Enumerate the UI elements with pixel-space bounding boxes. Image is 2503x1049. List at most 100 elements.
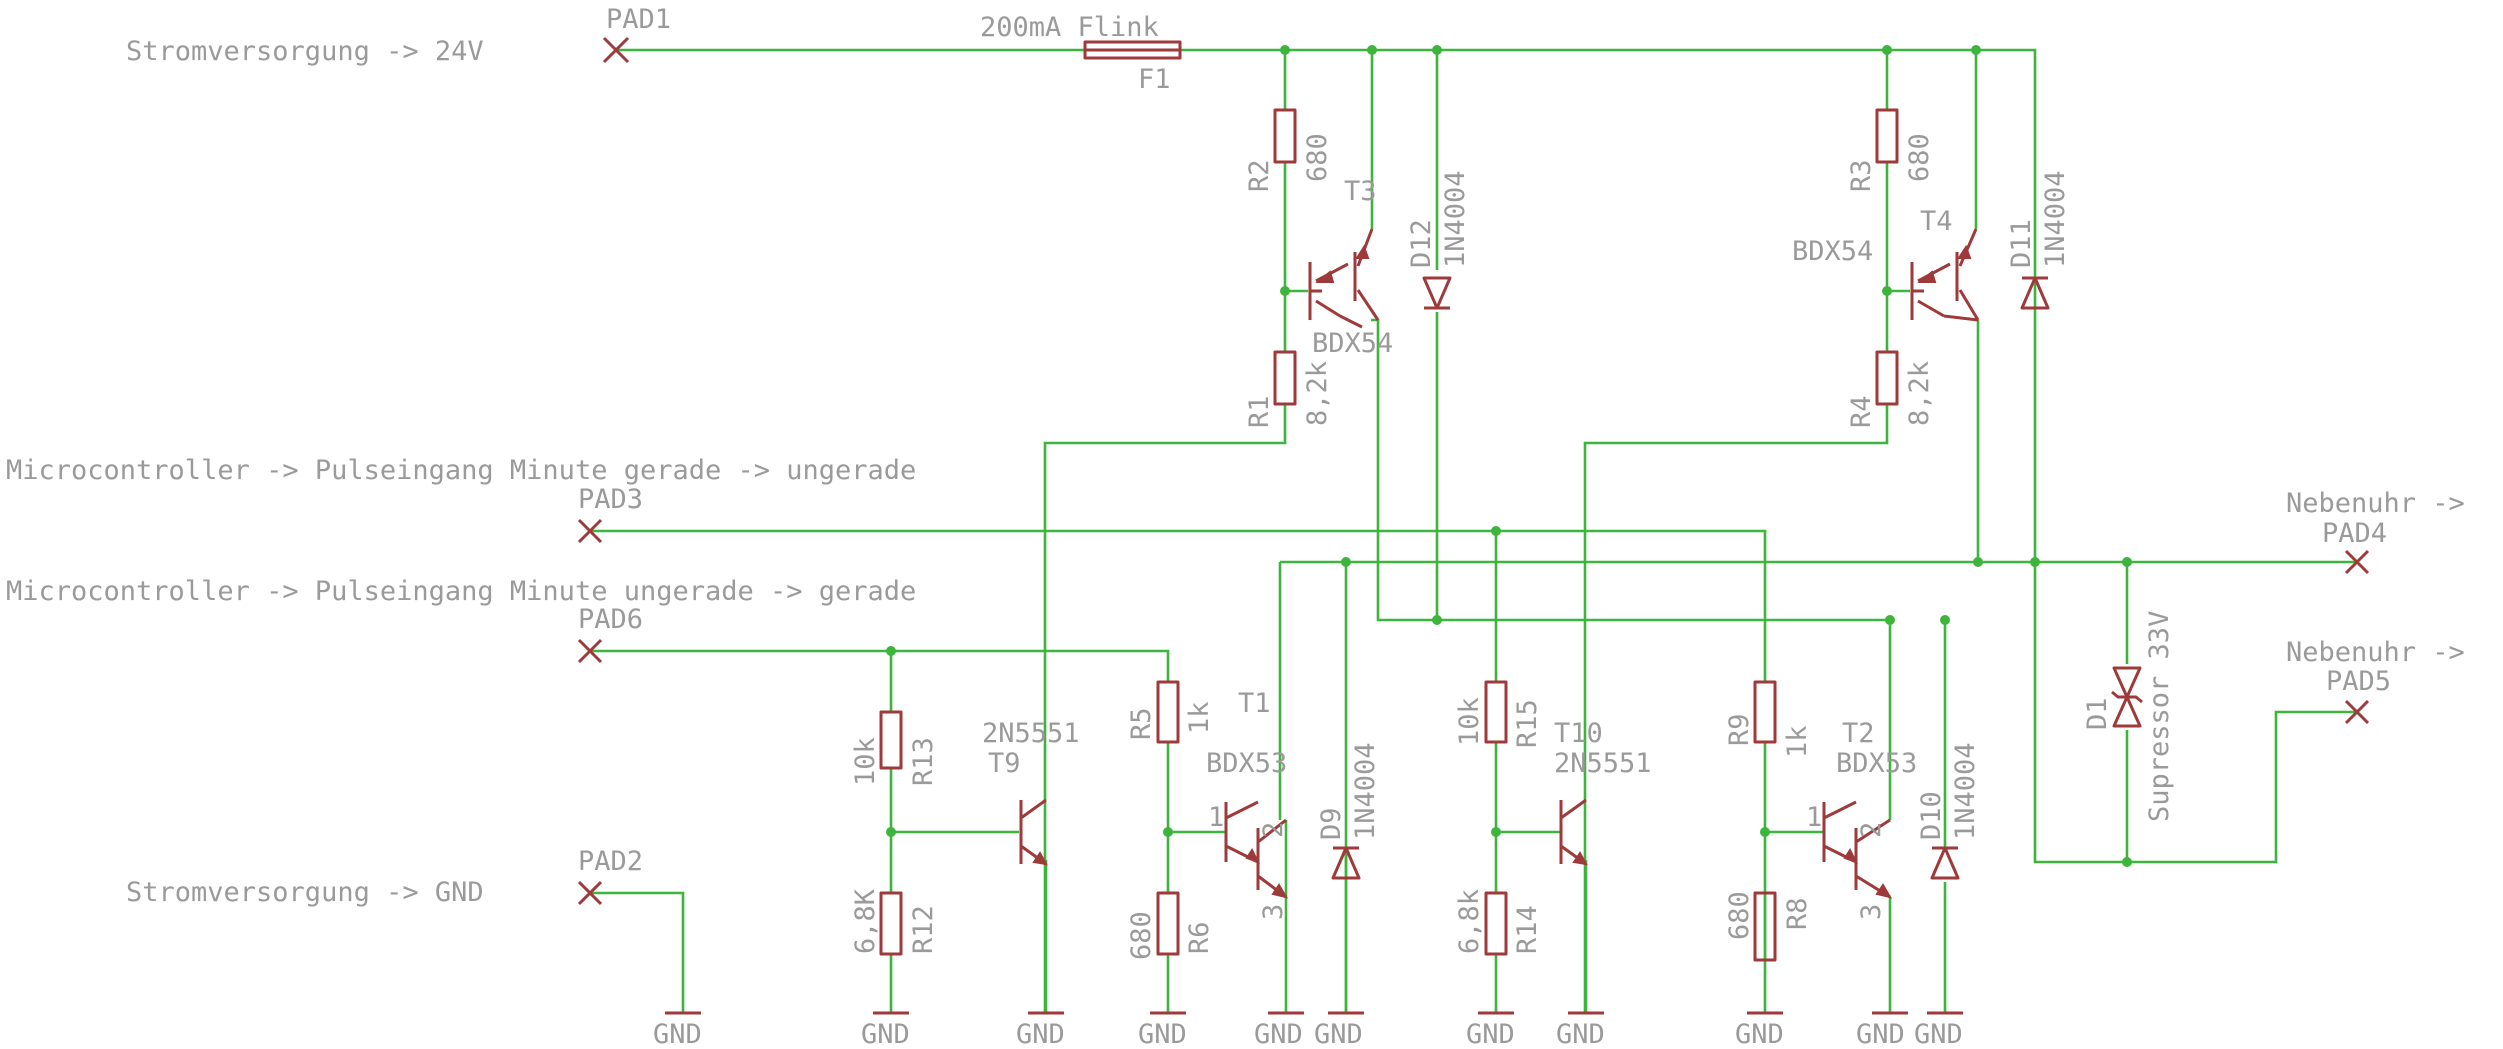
- transistor-t10: [1559, 798, 1588, 866]
- labels: Stromversorgung -> 24V Stromversorgung -…: [6, 4, 2465, 1049]
- t1-value: BDX53: [1206, 748, 1287, 779]
- pad4-mark: [2344, 549, 2370, 575]
- t2-name: T2: [1842, 718, 1875, 749]
- r3-value: 680: [1904, 133, 1935, 182]
- t3-name: T3: [1344, 176, 1377, 207]
- resistor-r12: [879, 891, 903, 956]
- r9-name: R9: [1724, 713, 1755, 746]
- transistor-t3: [1308, 228, 1380, 329]
- transistor-t2: [1822, 800, 1893, 899]
- d11-value: 1N4004: [2040, 170, 2071, 268]
- signal-clock-a: Nebenuhr ->: [2286, 488, 2465, 519]
- signal-power-24v: Stromversorgung -> 24V: [126, 36, 484, 67]
- junctions: [886, 45, 2132, 867]
- pad2-mark: [577, 880, 603, 906]
- pad6-label: PAD6: [578, 604, 643, 635]
- d12-value: 1N4004: [1440, 170, 1471, 268]
- t9-name: T9: [988, 748, 1021, 779]
- resistor-r13: [879, 710, 903, 770]
- r15-name: R15: [1512, 699, 1543, 748]
- gnd-label: GND: [1556, 1019, 1605, 1049]
- t10-name: T10: [1554, 718, 1603, 749]
- diode-d1-supressor: [2111, 666, 2143, 728]
- gnd-label: GND: [1914, 1019, 1963, 1049]
- wires: [590, 48, 2357, 1013]
- d1-value: Supressor 33V: [2144, 611, 2175, 822]
- d10-value: 1N4004: [1950, 742, 1981, 840]
- r8-value: 680: [1724, 891, 1755, 940]
- pad1-mark: [602, 36, 630, 64]
- r1-value: 8,2k: [1302, 361, 1333, 426]
- diode-d9: [1331, 846, 1361, 880]
- d10-name: D10: [1916, 791, 1947, 840]
- d9-name: D9: [1316, 807, 1347, 840]
- r6-name: R6: [1184, 921, 1215, 954]
- pad5-label: PAD5: [2326, 666, 2391, 697]
- resistor-r1: [1273, 350, 1297, 406]
- resistor-r4: [1875, 350, 1899, 406]
- pad4-label: PAD4: [2322, 518, 2387, 549]
- r3-name: R3: [1846, 159, 1877, 192]
- fuse-value: 200mA Flink: [980, 12, 1159, 43]
- t1-pin1: 1: [1208, 802, 1224, 833]
- transistor-t1: [1224, 800, 1289, 899]
- r5-name: R5: [1126, 707, 1157, 740]
- gnd-label: GND: [1735, 1019, 1784, 1049]
- r4-name: R4: [1846, 395, 1877, 428]
- r13-name: R13: [908, 737, 939, 786]
- r1-name: R1: [1244, 395, 1275, 428]
- r5-value: 1k: [1184, 701, 1215, 734]
- t2-pin3: 3: [1856, 904, 1887, 920]
- pad6-mark: [577, 638, 603, 664]
- transistor-t4: [1910, 228, 1980, 322]
- fuse-name: F1: [1138, 64, 1171, 95]
- t1-name: T1: [1238, 688, 1271, 719]
- gnd-label: GND: [1138, 1019, 1187, 1049]
- t4-name: T4: [1920, 206, 1953, 237]
- r2-value: 680: [1302, 133, 1333, 182]
- diode-d10: [1930, 846, 1960, 880]
- resistor-r2: [1273, 108, 1297, 164]
- signal-power-gnd: Stromversorgung -> GND: [126, 877, 484, 908]
- resistor-r14: [1484, 891, 1508, 956]
- t1-pin3: 3: [1258, 904, 1289, 920]
- t1-pin2: 2: [1258, 822, 1289, 838]
- d1-name: D1: [2082, 697, 2113, 730]
- resistor-r5: [1156, 680, 1180, 744]
- r9-value: 1k: [1782, 725, 1813, 758]
- d11-name: D11: [2006, 219, 2037, 268]
- gnd-label: GND: [1254, 1019, 1303, 1049]
- r12-value: 6,8K: [850, 888, 881, 954]
- resistor-r8: [1753, 891, 1777, 962]
- pad5-mark: [2344, 699, 2370, 725]
- r15-value: 10k: [1454, 697, 1485, 746]
- pad2-label: PAD2: [578, 846, 643, 877]
- diode-d12: [1422, 276, 1452, 310]
- t2-value: BDX53: [1836, 748, 1917, 779]
- gnd-label: GND: [1466, 1019, 1515, 1049]
- pad1-label: PAD1: [606, 4, 671, 35]
- resistors: [879, 108, 1899, 962]
- pad3-mark: [577, 518, 603, 544]
- d9-value: 1N4004: [1350, 742, 1381, 840]
- gnd-label: GND: [653, 1019, 702, 1049]
- r8-name: R8: [1782, 897, 1813, 930]
- transistor-t9: [1019, 798, 1048, 866]
- pad-marks: [577, 36, 2370, 906]
- gnd-label: GND: [1856, 1019, 1905, 1049]
- r6-value: 680: [1126, 911, 1157, 960]
- t4-value: BDX54: [1792, 236, 1873, 267]
- resistor-r15: [1484, 680, 1508, 744]
- t3-value: BDX54: [1312, 328, 1393, 359]
- pad3-label: PAD3: [578, 484, 643, 515]
- t2-pin1: 1: [1806, 802, 1822, 833]
- t2-pin2: 2: [1856, 822, 1887, 838]
- r4-value: 8,2k: [1904, 361, 1935, 426]
- resistor-r6: [1156, 891, 1180, 956]
- resistor-r9: [1753, 680, 1777, 744]
- diode-d11: [2020, 276, 2050, 310]
- r14-name: R14: [1512, 905, 1543, 954]
- t10-value: 2N5551: [1554, 748, 1652, 779]
- r12-name: R12: [908, 905, 939, 954]
